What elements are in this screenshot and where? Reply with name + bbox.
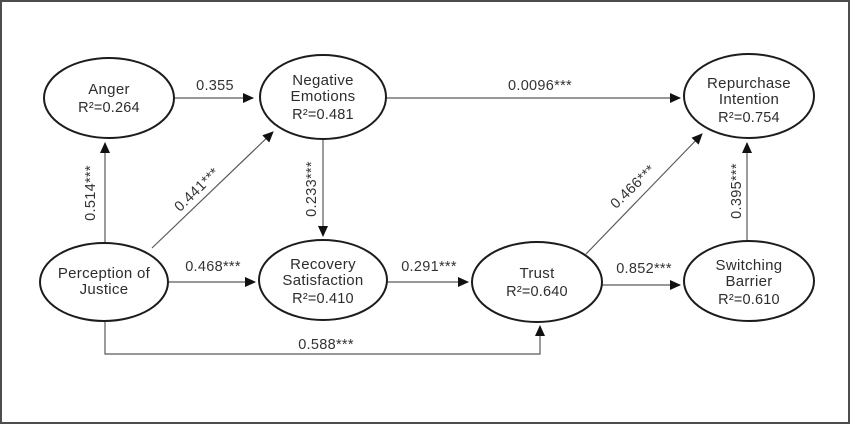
edge-justice-to-trust	[104, 321, 545, 355]
edges: 0.355 0.514*** 0.441*** 0.233*** 0.0096*…	[83, 78, 752, 355]
node-repurchase-intention: Repurchase Intention R²=0.754	[683, 53, 815, 139]
node-trust-ellipse	[471, 241, 603, 323]
node-recovery-satisfaction-r2: R²=0.410	[292, 291, 354, 307]
node-perception-of-justice: Perception of Justice	[39, 242, 169, 322]
node-switching-barrier: Switching Barrier R²=0.610	[683, 240, 815, 322]
node-trust-r2: R²=0.640	[506, 284, 568, 300]
node-anger-ellipse	[43, 57, 175, 139]
node-negative-emotions-label-line2: Emotions	[291, 88, 356, 105]
edge-label-negative-emotions-to-repurchase: 0.0096***	[508, 78, 572, 94]
edge-label-justice-to-negative-emotions: 0.441***	[172, 165, 223, 215]
nodes: Anger R²=0.264 Negative Emotions R²=0.48…	[39, 53, 815, 323]
edge-label-switching-to-repurchase: 0.395***	[729, 163, 745, 219]
node-anger-label: Anger	[88, 81, 130, 98]
edge-label-anger-to-negative-emotions: 0.355	[196, 78, 234, 94]
node-switching-barrier-r2: R²=0.610	[718, 292, 780, 308]
edge-label-justice-to-anger: 0.514***	[83, 165, 99, 221]
node-anger-r2: R²=0.264	[78, 100, 140, 116]
node-negative-emotions-r2: R²=0.481	[292, 107, 354, 123]
edge-justice-to-negative-emotions	[151, 131, 274, 249]
node-perception-of-justice-label-line1: Perception of	[58, 265, 151, 282]
node-repurchase-intention-label-line1: Repurchase	[707, 75, 791, 92]
node-perception-of-justice-ellipse	[39, 242, 169, 322]
node-trust: Trust R²=0.640	[471, 241, 603, 323]
node-negative-emotions-ellipse	[259, 54, 387, 140]
node-recovery-satisfaction-label-line2: Satisfaction	[282, 272, 363, 289]
node-switching-barrier-label-line1: Switching	[716, 257, 783, 274]
node-perception-of-justice-label-line2: Justice	[80, 281, 129, 298]
edge-label-recovery-to-trust: 0.291***	[401, 259, 457, 275]
node-switching-barrier-label-line2: Barrier	[725, 273, 772, 290]
edge-label-justice-to-recovery: 0.468***	[185, 259, 241, 275]
node-recovery-satisfaction: Recovery Satisfaction R²=0.410	[258, 239, 388, 321]
node-repurchase-intention-label-line2: Intention	[719, 91, 779, 108]
edge-label-negative-emotions-to-recovery: 0.233***	[304, 161, 320, 217]
node-switching-barrier-ellipse	[683, 240, 815, 322]
edge-label-justice-to-trust: 0.588***	[298, 337, 354, 353]
node-repurchase-intention-ellipse	[683, 53, 815, 139]
node-recovery-satisfaction-ellipse	[258, 239, 388, 321]
node-negative-emotions-label-line1: Negative	[292, 72, 354, 89]
edge-label-trust-to-switching: 0.852***	[616, 261, 672, 277]
edge-trust-to-repurchase	[585, 133, 703, 255]
node-trust-label: Trust	[519, 265, 555, 282]
node-repurchase-intention-r2: R²=0.754	[718, 110, 780, 126]
node-anger: Anger R²=0.264	[43, 57, 175, 139]
node-negative-emotions: Negative Emotions R²=0.481	[259, 54, 387, 140]
node-recovery-satisfaction-label-line1: Recovery	[290, 256, 356, 273]
